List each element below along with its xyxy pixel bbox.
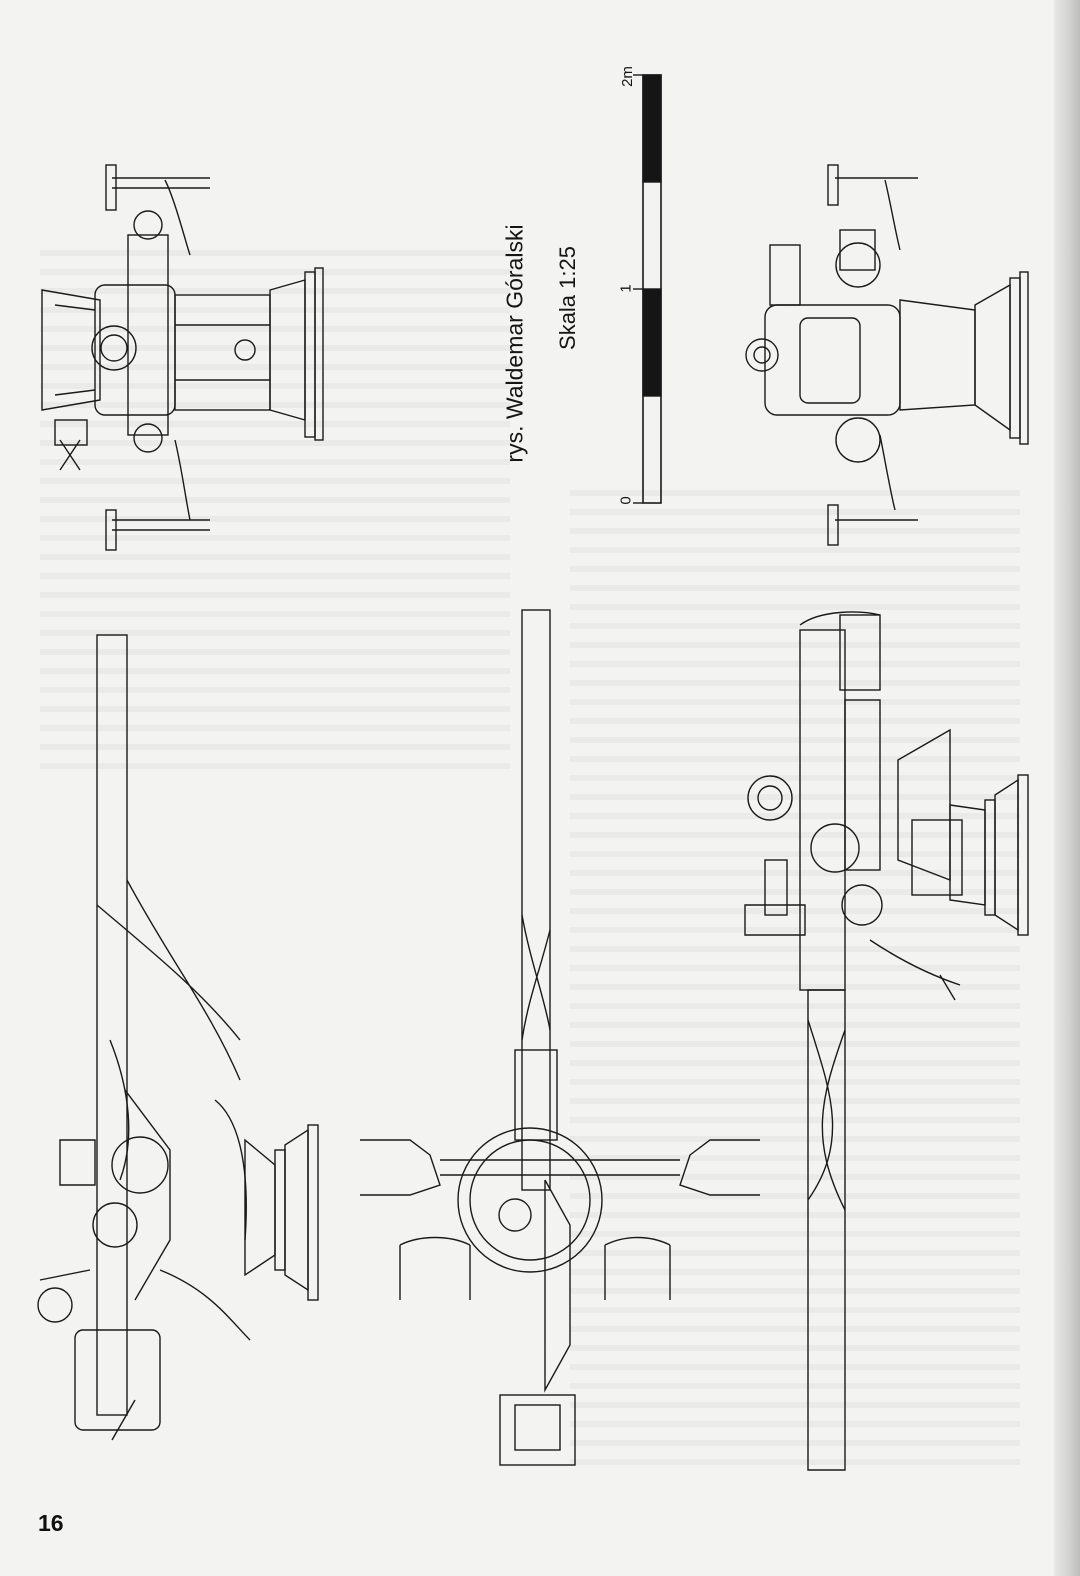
- page-edge-shadow: [1054, 0, 1080, 1576]
- front-elevation-drawing: [360, 609, 760, 1466]
- scale-label: Skala 1:25: [555, 246, 580, 350]
- side-view-drawing: [37, 634, 319, 1441]
- scale-tick-2m: 2m: [618, 66, 636, 87]
- scale-bar-segment-3: [642, 288, 662, 397]
- drawing-credit: rys. Waldemar Góralski: [501, 224, 528, 463]
- scale-tick-0: 0: [617, 496, 635, 505]
- scale-tick-1: 1: [617, 284, 635, 293]
- scale-bar: [633, 74, 662, 504]
- scale-bar-segment-1: [642, 74, 662, 183]
- top-view-drawing: [41, 164, 324, 551]
- side-elevation-drawing: [744, 611, 1029, 1471]
- page-number: 16: [38, 1510, 64, 1536]
- rear-view-drawing: [745, 164, 1029, 546]
- show-through-text-left: [40, 250, 510, 770]
